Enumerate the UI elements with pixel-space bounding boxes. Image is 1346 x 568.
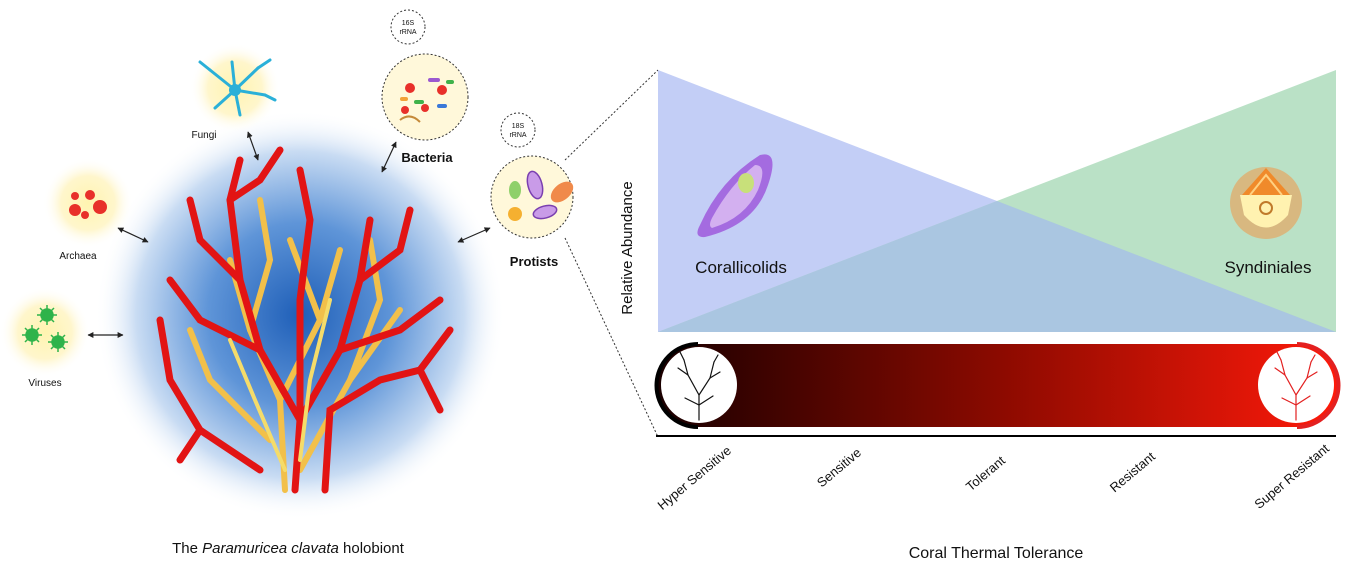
- archaea-arrow: [117, 227, 149, 243]
- dead-coral-icon: [677, 351, 721, 421]
- tolerance-tick-labels: Hyper Sensitive Sensitive Tolerant Resis…: [655, 441, 1333, 513]
- viruses-glow: [0, 287, 90, 377]
- tick-tolerant: Tolerant: [963, 453, 1008, 494]
- tolerance-gradient-bar: [657, 344, 1339, 427]
- viruses-group: Viruses: [0, 287, 124, 389]
- holobiont-panel: Fungi Archaea Viruses: [0, 9, 574, 557]
- fungi-center: [229, 84, 241, 96]
- bar-right-outline: [1296, 342, 1341, 429]
- y-axis-label: Relative Abundance: [619, 181, 636, 314]
- protists-group: 18S rRNA Protists: [457, 112, 574, 269]
- holobiont-caption: The Paramuricea clavata holobiont: [172, 540, 405, 557]
- corallicolid-icon: [697, 154, 773, 238]
- viruses-label: Viruses: [28, 378, 61, 389]
- bar-left-outline: [654, 342, 699, 429]
- bacteria-circle: [381, 53, 469, 141]
- syndiniales-icon: [1230, 167, 1302, 239]
- archaea-glow: [43, 158, 133, 248]
- bacteria-marker-line1: 16S: [402, 20, 415, 27]
- protists-marker-line2: rRNA: [509, 132, 526, 139]
- protists-18s-marker: [500, 112, 536, 148]
- resistant-coral-badge: [1258, 347, 1334, 423]
- zoom-connectors: [564, 69, 659, 438]
- protists-arrow: [457, 227, 491, 243]
- archaea-icon: [69, 190, 107, 219]
- bacteria-16s-marker: [390, 9, 426, 45]
- corallicolid-nucleus: [738, 173, 754, 193]
- archaea-label: Archaea: [59, 251, 97, 262]
- corallicolids-label: Corallicolids: [695, 258, 787, 277]
- x-axis-label: Coral Thermal Tolerance: [909, 545, 1084, 562]
- protists-label: Protists: [510, 254, 558, 269]
- bacteria-icon: [399, 78, 454, 123]
- abundance-panel: Relative Abundance Corallicolids Syndini…: [619, 70, 1341, 562]
- healthy-coral-icon: [1274, 351, 1318, 421]
- protists-icon: [508, 170, 574, 221]
- tick-resistant: Resistant: [1107, 449, 1158, 496]
- bacteria-group: 16S rRNA Bacteria: [381, 9, 469, 173]
- overlap-region: [658, 201, 1336, 332]
- bacteria-marker-line2: rRNA: [399, 29, 416, 36]
- fungi-group: Fungi: [190, 43, 280, 161]
- fungi-label: Fungi: [191, 130, 216, 141]
- bacteria-arrow: [381, 141, 397, 173]
- tick-super-resistant: Super Resistant: [1251, 441, 1332, 512]
- coral-colony-icon: [156, 146, 454, 494]
- tick-sensitive: Sensitive: [814, 445, 864, 490]
- tick-hyper-sensitive: Hyper Sensitive: [655, 443, 734, 513]
- sensitive-coral-badge: [661, 347, 737, 423]
- protists-marker-line1: 18S: [512, 123, 525, 130]
- fungi-arrow: [246, 131, 260, 161]
- syndiniales-label: Syndiniales: [1225, 258, 1312, 277]
- archaea-group: Archaea: [43, 158, 149, 262]
- virus-icon: [22, 305, 68, 352]
- bacteria-label: Bacteria: [401, 150, 453, 165]
